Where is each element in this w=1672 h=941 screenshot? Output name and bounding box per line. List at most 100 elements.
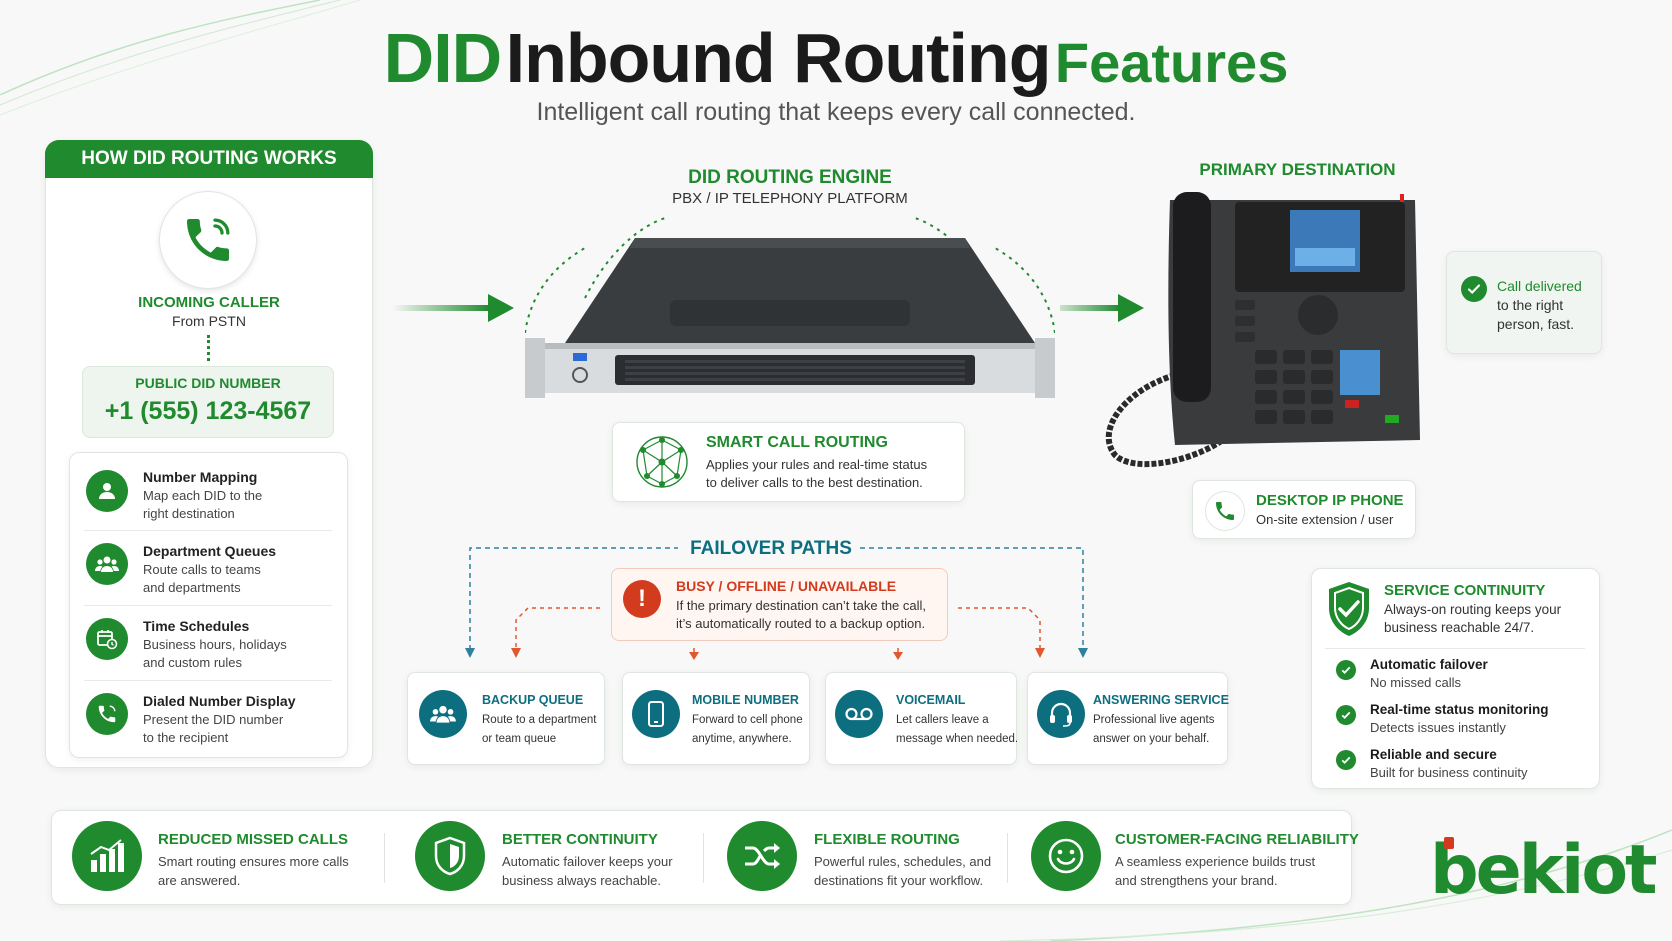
option-line2: or team queue: [482, 733, 557, 745]
calendar-clock-icon: [97, 630, 118, 650]
option-title: MOBILE NUMBER: [692, 693, 799, 707]
shield-icon: [434, 836, 466, 876]
title-part-inbound: Inbound Routing: [505, 19, 1052, 97]
smart-routing-line1: Applies your rules and real-time status: [706, 457, 928, 472]
feature-desc-line2: right destination: [143, 506, 235, 521]
brand-logo-text: bekiot: [1430, 831, 1658, 910]
desktop-phone-title: DESKTOP IP PHONE: [1256, 492, 1404, 509]
incoming-caller-badge: [159, 191, 257, 289]
public-did-label: PUBLIC DID NUMBER: [135, 375, 281, 391]
phone-ringing-icon: [187, 218, 230, 261]
user-icon: [99, 483, 115, 499]
benefit-title: CUSTOMER-FACING RELIABILITY: [1115, 831, 1359, 848]
mobile-icon: [648, 701, 664, 727]
phone-icon: [98, 705, 116, 723]
feature-icon-badge: [86, 618, 128, 660]
headset-icon: [1050, 702, 1072, 727]
divider: [84, 530, 332, 531]
failover-title: FAILOVER PATHS: [690, 538, 852, 559]
continuity-item-title: Real-time status monitoring: [1370, 702, 1549, 717]
benefit-title: REDUCED MISSED CALLS: [158, 831, 349, 848]
busy-alert-title: BUSY / OFFLINE / UNAVAILABLE: [676, 578, 897, 594]
option-line2: message when needed.: [896, 733, 1019, 745]
benefit-line1: A seamless experience builds trust: [1115, 854, 1316, 869]
incoming-caller-title: INCOMING CALLER: [138, 294, 280, 311]
divider: [84, 605, 332, 606]
bar-chart-icon: [90, 839, 124, 872]
server-appliance: [525, 217, 1055, 398]
page-title: DID Inbound Routing Features: [0, 18, 1672, 98]
divider: [1007, 833, 1008, 883]
feature-icon-badge: [86, 543, 128, 585]
engine-title: DID ROUTING ENGINE: [688, 167, 892, 188]
service-continuity-line2: business reachable 24/7.: [1384, 620, 1535, 635]
benefit-line1: Smart routing ensures more calls: [158, 854, 349, 869]
check-circle-icon: [1336, 705, 1356, 725]
shield-check-icon: [1329, 582, 1369, 636]
phone-icon-badge: [1205, 491, 1245, 531]
feature-desc-line1: Business hours, holidays: [143, 637, 287, 652]
benefit-line2: destinations fit your workflow.: [814, 873, 984, 888]
network-globe-icon: [636, 436, 688, 488]
option-line2: answer on your behalf.: [1093, 733, 1210, 745]
public-did-number: +1 (555) 123-4567: [104, 397, 312, 425]
feature-title: Department Queues: [143, 543, 277, 559]
engine-subtitle: PBX / IP TELEPHONY PLATFORM: [672, 190, 908, 207]
benefit-line2: business always reachable.: [502, 873, 661, 888]
call-delivered-line3: person, fast.: [1497, 316, 1575, 332]
continuity-item-sub: Detects issues instantly: [1370, 720, 1506, 735]
continuity-item-sub: No missed calls: [1370, 675, 1462, 690]
dotted-connector: [207, 335, 210, 361]
page-subtitle: Intelligent call routing that keeps ever…: [536, 98, 1136, 126]
benefit-title: FLEXIBLE ROUTING: [814, 831, 960, 848]
feature-desc-line2: to the recipient: [143, 730, 229, 745]
desktop-phone-subtitle: On-site extension / user: [1256, 512, 1394, 527]
group-icon: [95, 556, 119, 572]
group-icon: [430, 705, 456, 723]
feature-desc-line2: and departments: [143, 580, 241, 595]
feature-title: Dialed Number Display: [143, 693, 296, 709]
check-circle-icon: [1336, 750, 1356, 770]
option-icon-badge: [835, 690, 883, 738]
feature-desc-line2: and custom rules: [143, 655, 242, 670]
continuity-item-sub: Built for business continuity: [1370, 765, 1528, 780]
call-delivered-card: [1446, 251, 1602, 354]
option-title: BACKUP QUEUE: [482, 693, 584, 707]
shuffle-icon: [745, 843, 780, 869]
voicemail-icon: [845, 707, 873, 721]
benefit-icon-badge: [1031, 821, 1101, 891]
divider: [1325, 648, 1585, 649]
title-part-did: DID: [383, 19, 503, 97]
benefit-icon-badge: [72, 821, 142, 891]
continuity-item-title: Automatic failover: [1370, 657, 1488, 672]
benefit-icon-badge: [415, 821, 485, 891]
service-continuity-line1: Always-on routing keeps your: [1384, 602, 1562, 617]
smart-routing-card: [612, 422, 965, 502]
feature-icon-badge: [86, 693, 128, 735]
option-line1: Let callers leave a: [896, 714, 989, 726]
feature-desc-line1: Present the DID number: [143, 712, 284, 727]
continuity-item-title: Reliable and secure: [1370, 747, 1497, 762]
phone-icon: [1216, 502, 1234, 520]
feature-title: Time Schedules: [143, 618, 250, 634]
benefit-line1: Powerful rules, schedules, and: [814, 854, 992, 869]
service-continuity-title: SERVICE CONTINUITY: [1384, 582, 1546, 599]
feature-desc-line1: Map each DID to the: [143, 488, 263, 503]
busy-alert-card: [611, 568, 948, 641]
benefit-title: BETTER CONTINUITY: [502, 831, 658, 848]
public-did-box: PUBLIC DID NUMBER +1 (555) 123-4567: [82, 366, 334, 438]
how-routing-header-label: HOW DID ROUTING WORKS: [81, 148, 337, 169]
how-routing-header: HOW DID ROUTING WORKS: [45, 140, 373, 178]
check-circle-icon: [1336, 660, 1356, 680]
desk-ip-phone-image: [1105, 192, 1420, 468]
divider: [84, 680, 332, 681]
brand-logo-accent: [1444, 837, 1454, 849]
busy-alert-line2: it’s automatically routed to a backup op…: [676, 616, 926, 631]
incoming-caller-subtitle: From PSTN: [172, 313, 246, 329]
option-title: ANSWERING SERVICE: [1093, 693, 1229, 707]
benefit-line2: and strengthens your brand.: [1115, 873, 1278, 888]
feature-title: Number Mapping: [143, 469, 258, 485]
call-delivered-line2: to the right: [1497, 297, 1564, 313]
option-icon-badge: [632, 690, 680, 738]
